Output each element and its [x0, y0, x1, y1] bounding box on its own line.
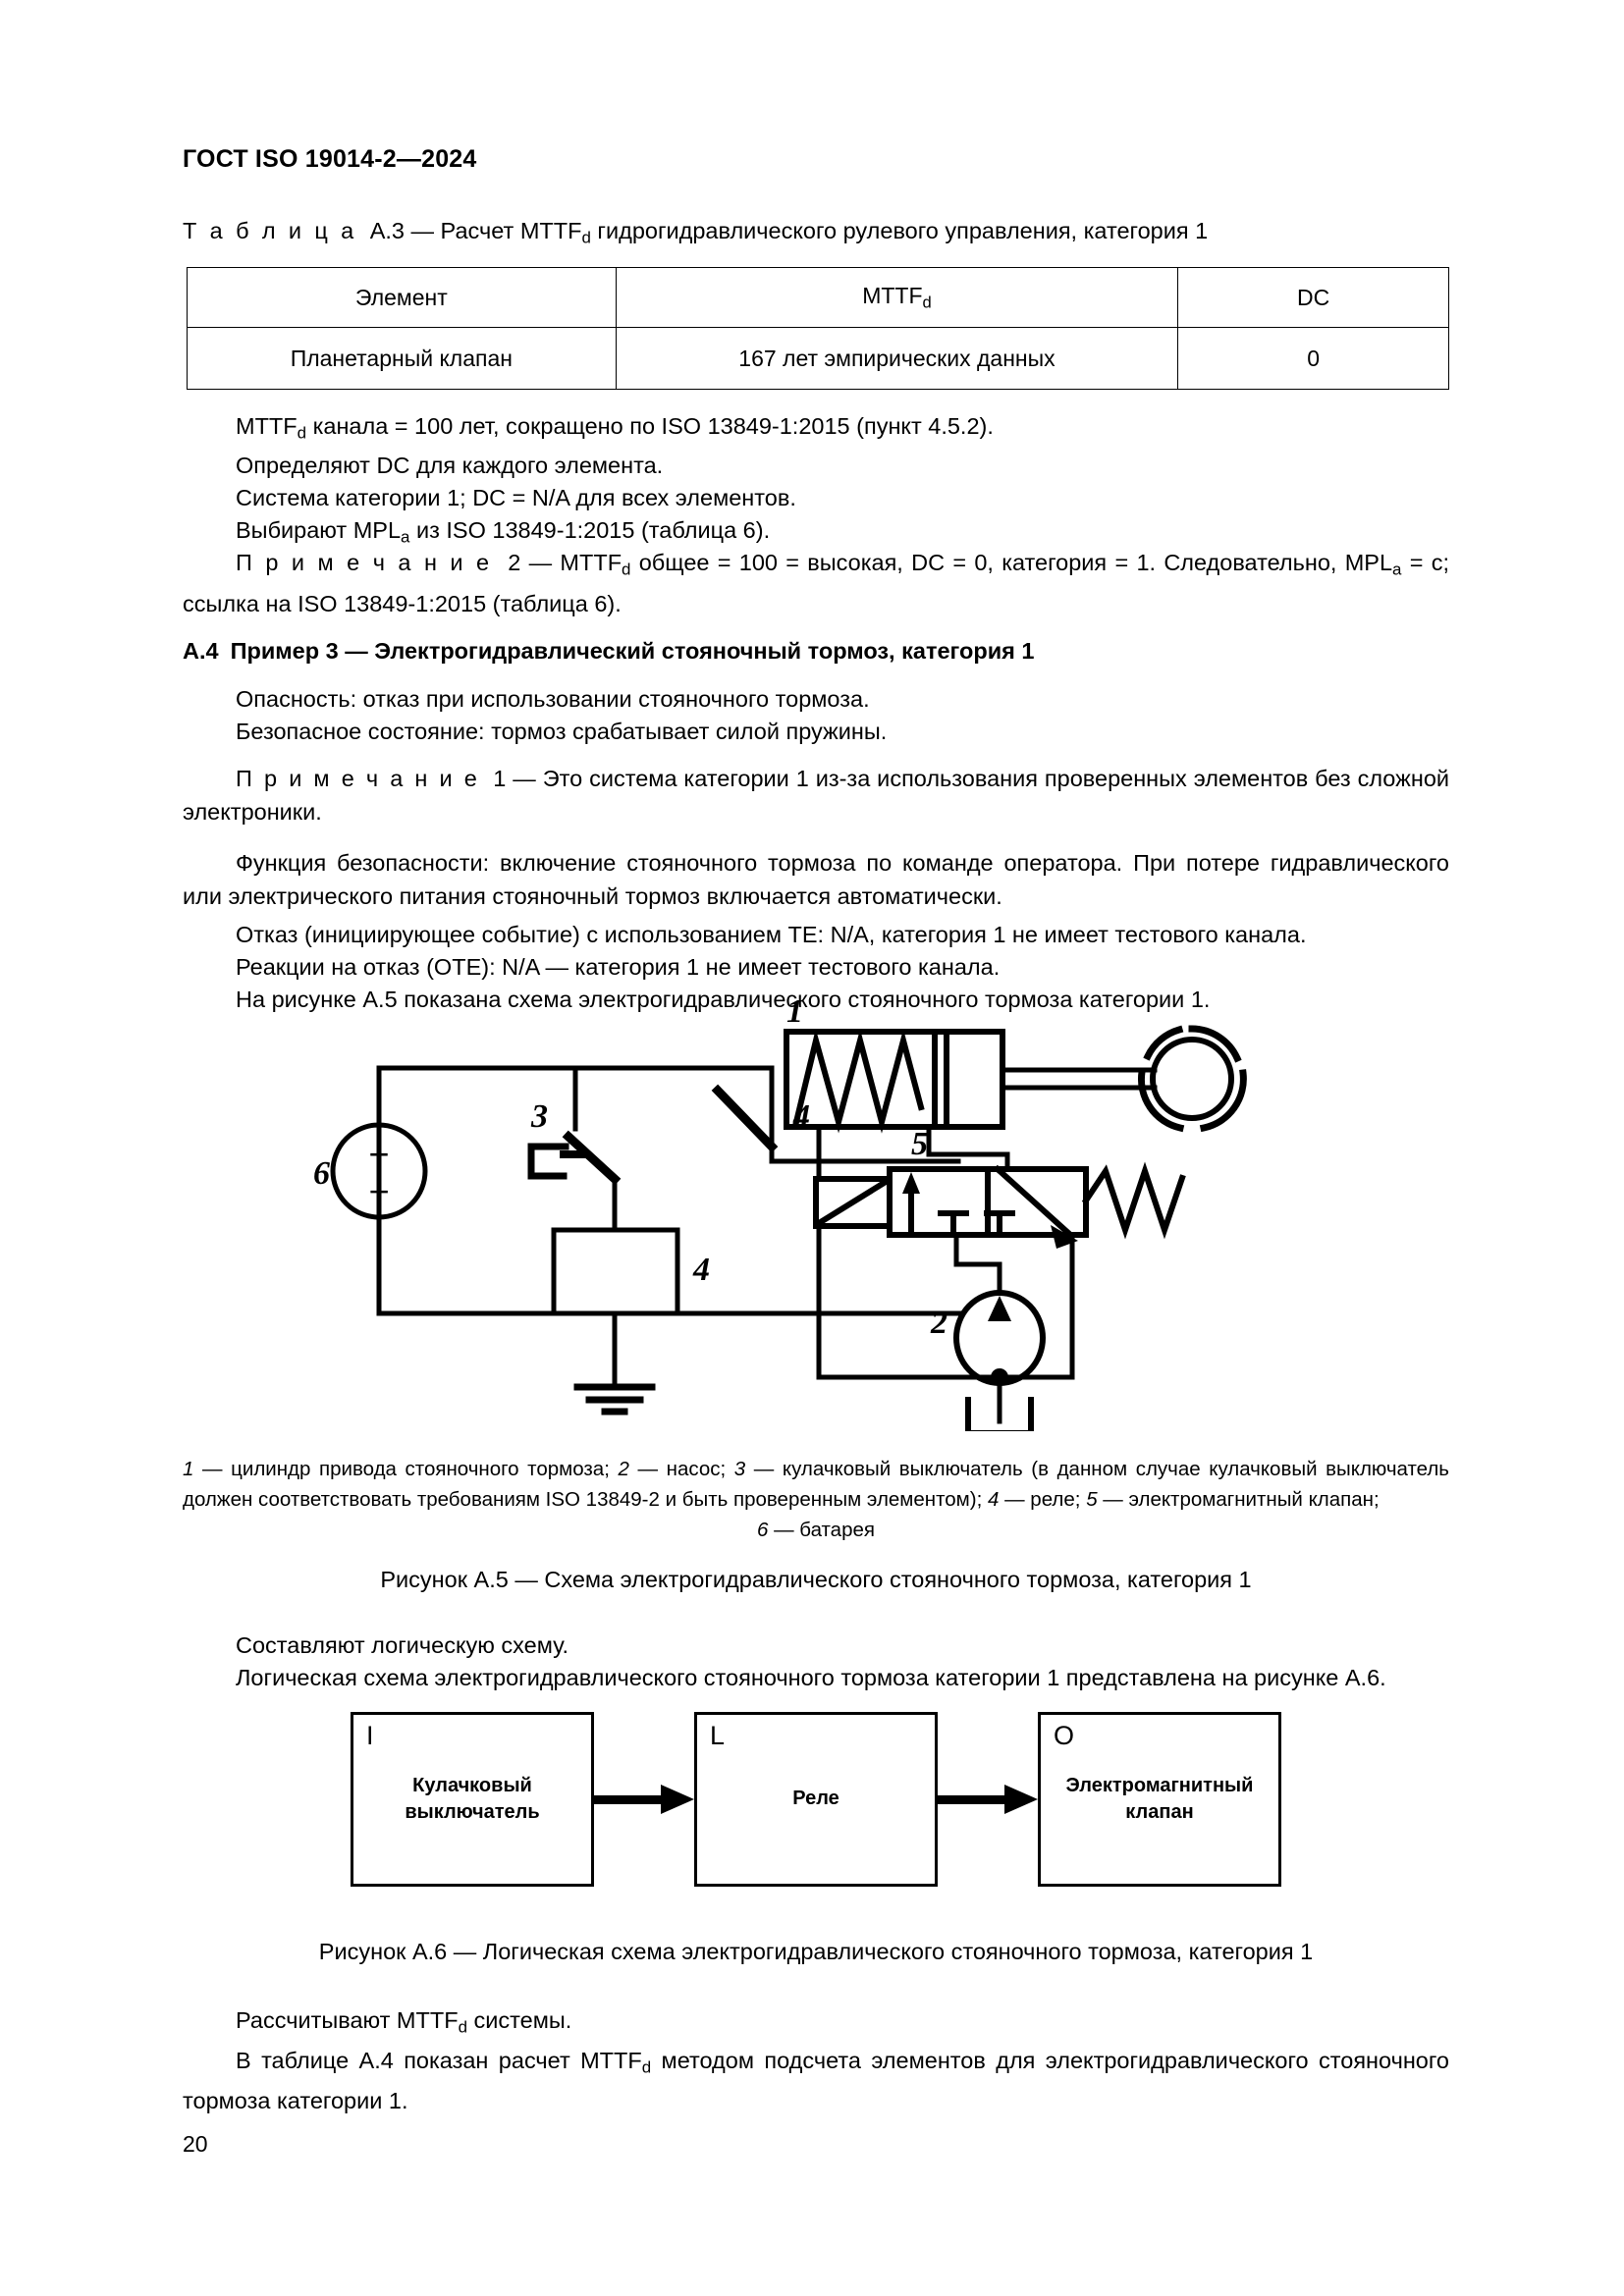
solenoid-diagonal: [814, 1177, 891, 1228]
section-a4-intro: Опасность: отказ при использовании стоян…: [183, 683, 1449, 748]
callout-4-coil: 4: [692, 1252, 710, 1288]
figure-a5-title: Рисунок А.5 — Схема электрогидравлическо…: [380, 1567, 1252, 1592]
table-caption-text-1: Расчет MTTF: [440, 218, 582, 243]
table-caption: Т а б л и ц а А.3 — Расчет MTTFd гидроги…: [183, 218, 1208, 248]
battery-symbol: [330, 1122, 428, 1220]
closing-lines: Рассчитывают MTTFd системы. В таблице А.…: [183, 2004, 1449, 2117]
cell-dc: 0: [1177, 327, 1449, 390]
hazard-line: Опасность: отказ при использовании стоян…: [236, 686, 870, 712]
failure-line: Отказ (инициирующее событие) с использов…: [236, 922, 1307, 947]
note-2: П р и м е ч а н и е 2 — MTTFd общее = 10…: [183, 546, 1449, 620]
figure-a5-schematic: 1 2 3 4 4 5 6 + −: [183, 989, 1449, 1431]
note-2-label: П р и м е ч а н и е: [236, 550, 492, 575]
figure-a5-legend-text: 1 — цилиндр привода стояночного тормоза;…: [183, 1458, 1449, 1541]
brake-pad-arc-1: [1188, 1025, 1242, 1063]
closing-line-2: В таблице А.4 показан расчет MTTFd метод…: [183, 2047, 1449, 2114]
table-caption-number: А.3: [369, 218, 405, 243]
cylinder-spring: [792, 1029, 925, 1134]
section-a4-body-2: Отказ (инициирующее событие) с использов…: [183, 919, 1449, 1016]
column-header-mttfd: MTTFd: [615, 267, 1179, 328]
brake-pad-arc-3: [1137, 1068, 1185, 1133]
battery-minus-sign: −: [368, 1171, 389, 1211]
logic-block-output-corner: O: [1054, 1720, 1075, 1750]
brake-pad-arc-2: [1199, 1069, 1247, 1133]
battery-plus-sign: +: [368, 1134, 389, 1174]
valve-return-spring: [1081, 1161, 1186, 1240]
safety-function-paragraph: Функция безопасности: включение стояночн…: [183, 850, 1449, 909]
logic-intro-line-1: Составляют логическую схему.: [236, 1632, 569, 1658]
relay-contact-blade: [711, 1084, 779, 1153]
valve-arrow-head: [902, 1172, 920, 1194]
note-1-label: П р и м е ч а н и е: [236, 766, 480, 791]
after-table-line-4: Выбирают MPLa из ISO 13849-1:2015 (табли…: [236, 516, 771, 547]
wire-cylinder-port-right: [926, 1124, 1010, 1174]
logic-block-input-corner: I: [366, 1720, 374, 1750]
note-1-text: П р и м е ч а н и е 1 — Это система кате…: [183, 766, 1450, 825]
table-row: Планетарный клапан 167 лет эмпирических …: [187, 327, 1449, 390]
brake-disc-inner: [1150, 1037, 1234, 1121]
arrow-input-to-logic: [594, 1784, 694, 1814]
callout-4-contact: 4: [792, 1098, 810, 1135]
column-header-element: Элемент: [187, 267, 617, 328]
schematic-svg: 1 2 3 4 4 5 6 + −: [313, 993, 1247, 1431]
valve-cross-arrow-shaft: [993, 1164, 1073, 1238]
note-2-text: П р и м е ч а н и е 2 — MTTFd общее = 10…: [183, 550, 1449, 616]
safe-state-line: Безопасное состояние: тормоз срабатывает…: [236, 719, 888, 744]
logic-block-logic: L Реле: [694, 1711, 938, 1887]
cell-element: Планетарный клапан: [187, 327, 617, 390]
junction-dot: [991, 1368, 1008, 1386]
table-header-row: Элемент MTTFd DC: [187, 267, 1449, 328]
cam-switch-blade: [562, 1130, 622, 1186]
callout-2: 2: [930, 1305, 947, 1341]
page-header: ГОСТ ISO 19014-2—2024: [183, 145, 477, 173]
page-number: 20: [183, 2131, 208, 2157]
cell-mttfd: 167 лет эмпирических данных: [615, 327, 1179, 390]
relay-coil-box: [551, 1227, 680, 1316]
column-header-dc: DC: [1177, 267, 1449, 328]
figure-a5-title-wrap: Рисунок А.5 — Схема электрогидравлическо…: [183, 1567, 1449, 1593]
logic-intro-line-2: Логическая схема электрогидравлического …: [236, 1665, 1386, 1690]
after-table-lines: MTTFd канала = 100 лет, сокращено по ISO…: [183, 410, 1449, 553]
callout-5: 5: [911, 1126, 928, 1162]
callout-3: 3: [530, 1098, 548, 1135]
callout-6: 6: [313, 1155, 330, 1192]
figure-reference-line: На рисунке А.5 показана схема электрогид…: [236, 987, 1211, 1012]
figure-a6-title-wrap: Рисунок А.6 — Логическая схема электроги…: [183, 1939, 1449, 1965]
valve-position-left: [887, 1166, 991, 1238]
logic-block-logic-label: Реле: [792, 1788, 839, 1809]
table-caption-sub: d: [581, 228, 591, 247]
logic-block-logic-corner: L: [710, 1720, 726, 1750]
reaction-line: Реакции на отказ (ОТЕ): N/A — категория …: [236, 954, 1001, 980]
figure-a6-title: Рисунок А.6 — Логическая схема электроги…: [318, 1939, 1314, 1964]
note-1: П р и м е ч а н и е 1 — Это система кате…: [183, 762, 1449, 828]
table-caption-text-2: гидрогидравлического рулевого управления…: [597, 218, 1209, 243]
wire-valve-to-pump: [953, 1234, 1002, 1299]
brake-pad-arc-4: [1143, 1025, 1184, 1061]
after-table-line-3: Система категории 1; DC = N/A для всех э…: [236, 484, 796, 510]
table-a3: Элемент MTTFd DC Планетарный клапан 167 …: [187, 267, 1449, 390]
after-figure-a5-lines: Составляют логическую схему. Логическая …: [183, 1629, 1449, 1694]
table-caption-dash: —: [410, 218, 435, 243]
figure-a5-legend: 1 — цилиндр привода стояночного тормоза;…: [183, 1454, 1449, 1545]
arrow-logic-to-output: [938, 1784, 1038, 1814]
column-header-mttfd-sub: d: [922, 293, 932, 312]
after-table-line-1: MTTFd канала = 100 лет, сокращено по ISO…: [236, 413, 994, 443]
pump-arrow: [988, 1296, 1011, 1321]
table-caption-label: Т а б л и ц а: [183, 218, 357, 243]
after-table-line-2: Определяют DC для каждого элемента.: [236, 452, 664, 478]
section-a4-body: Функция безопасности: включение стояночн…: [183, 846, 1449, 913]
callout-1: 1: [786, 993, 803, 1030]
closing-line-1: Рассчитывают MTTFd системы.: [236, 2007, 572, 2037]
